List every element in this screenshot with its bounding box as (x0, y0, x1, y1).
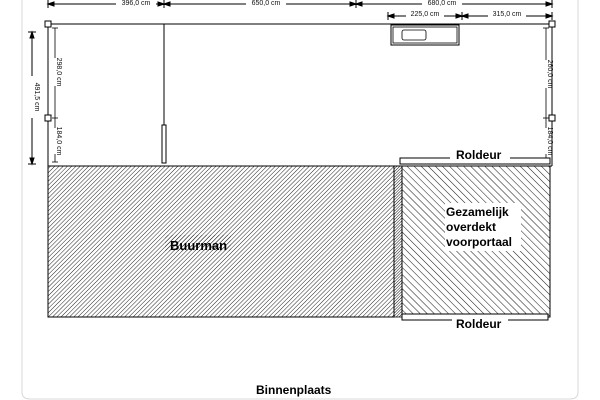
post-right-mid (548, 114, 556, 122)
partition-post (161, 124, 167, 164)
dimension-left-upper: 298,0 cm (55, 58, 62, 87)
post-left-mid (44, 114, 52, 122)
dimension-top-5: 315,0 cm (493, 11, 522, 18)
separation-strip (393, 165, 403, 318)
dimension-top-4: 225,0 cm (411, 11, 440, 18)
page-frame (21, 0, 579, 400)
roller-door-bottom-label: Roldeur (456, 317, 502, 331)
roller-door-top-label: Roldeur (456, 148, 502, 162)
dimension-top-1: 396,0 cm (122, 0, 151, 7)
porch-label-line3: voorportaal (446, 235, 512, 249)
upper-room-outline (47, 23, 553, 167)
corner-post-top-left (44, 20, 52, 28)
neighbour-label: Buurman (170, 238, 227, 253)
dimension-right-upper: 260,0 cm (546, 60, 553, 89)
sink-fixture (390, 24, 460, 46)
dimension-left-total: 491,5 cm (33, 83, 40, 112)
dimension-left-lower: 184,0 cm (55, 127, 62, 156)
porch-label-line2: overdekt (446, 220, 496, 234)
porch-label-line1: Gezamelijk (446, 205, 509, 219)
courtyard-label: Binnenplaats (256, 383, 332, 397)
corner-post-top-right (548, 20, 556, 28)
dimension-right-lower: 184,0 cm (546, 127, 553, 156)
dimension-top-2: 650,0 cm (252, 0, 281, 7)
dimension-top-3: 680,0 cm (428, 0, 457, 7)
